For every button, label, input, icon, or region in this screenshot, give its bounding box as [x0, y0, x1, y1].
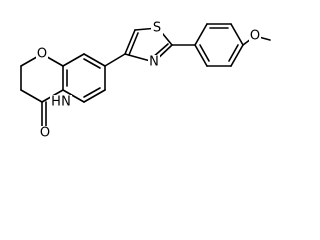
label-mask: [249, 29, 261, 43]
label-mask: [50, 95, 72, 109]
atom-labels: O S N O H N O: [36, 21, 261, 141]
bonds: [20, 23, 271, 128]
carbonyl-oxygen-label: O: [40, 126, 50, 141]
bond: [194, 23, 208, 46]
bond: [62, 53, 85, 67]
bond: [194, 44, 208, 67]
bond: [20, 89, 43, 103]
thiazole-nitrogen-label: N: [149, 55, 159, 70]
amide-nitrogen-label: N: [61, 95, 71, 110]
bond: [124, 29, 136, 55]
bond: [83, 87, 101, 98]
bond: [199, 44, 210, 62]
label-mask: [38, 126, 52, 140]
bond: [230, 23, 244, 46]
bond: [104, 53, 126, 67]
label-mask: [36, 47, 48, 61]
thiazole-sulfur-label: S: [153, 21, 161, 36]
bond: [230, 44, 244, 67]
bond: [83, 53, 106, 67]
bond: [228, 44, 239, 62]
bond: [128, 32, 139, 56]
ring-oxygen-label: O: [37, 47, 47, 62]
bond: [83, 89, 106, 103]
methoxy-oxygen-label: O: [250, 29, 260, 44]
bond: [62, 89, 85, 103]
amide-hydrogen-label: H: [51, 95, 61, 110]
bond: [83, 58, 101, 69]
chemical-structure: O S N O H N O: [20, 21, 271, 141]
label-mask: [151, 21, 163, 35]
label-mask: [148, 55, 160, 69]
